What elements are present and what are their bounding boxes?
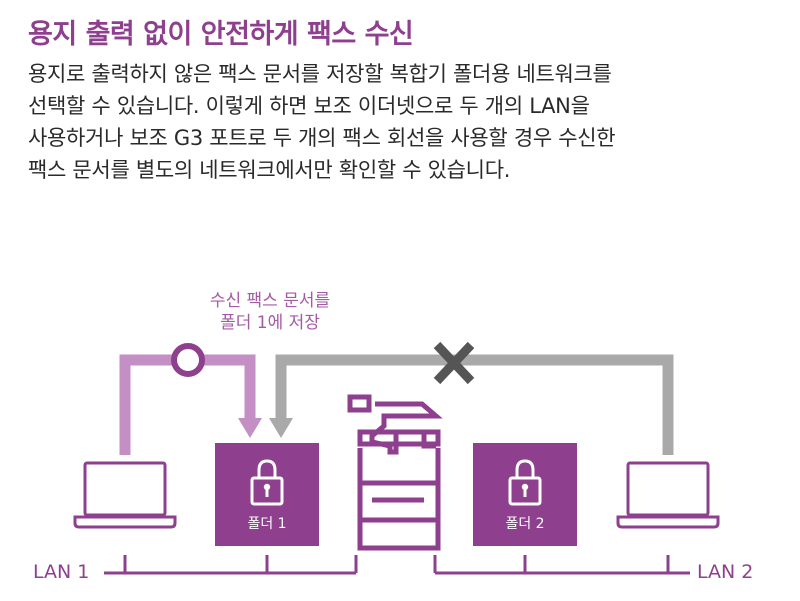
save-to-folder-caption: 수신 팩스 문서를 폴더 1에 저장 xyxy=(170,290,370,334)
lock-icon xyxy=(250,459,284,506)
page-title: 용지 출력 없이 안전하게 팩스 수신 xyxy=(28,19,414,50)
paragraph-line: 선택할 수 있습니다. 이렇게 하면 보조 이더넷으로 두 개의 LAN을 xyxy=(28,94,590,118)
lan-1-label: LAN 1 xyxy=(33,561,90,583)
description-paragraph: 용지로 출력하지 않은 팩스 문서를 저장할 복합기 폴더용 네트워크를 선택할… xyxy=(28,58,788,186)
arrow-head-purple xyxy=(238,418,262,438)
paragraph-line: 용지로 출력하지 않은 팩스 문서를 저장할 복합기 폴더용 네트워크를 xyxy=(28,62,612,86)
route-lan2-to-folder1 xyxy=(275,354,674,455)
circle-ok-icon xyxy=(171,343,205,377)
lan-2-line xyxy=(433,555,690,575)
arrow-head-gray xyxy=(269,418,293,438)
paragraph-line: 사용하거나 보조 G3 포트로 두 개의 팩스 회선을 사용할 경우 수신한 xyxy=(28,126,616,150)
laptop-icon xyxy=(616,461,720,529)
lan-1-line xyxy=(104,555,358,575)
caption-line: 수신 팩스 문서를 xyxy=(209,291,331,311)
multifunction-printer-icon xyxy=(347,394,443,551)
folder-2-label: 폴더 2 xyxy=(505,516,545,532)
lock-icon xyxy=(508,459,542,506)
lan-2-label: LAN 2 xyxy=(697,561,754,583)
laptop-icon xyxy=(73,461,177,529)
folder-1-label: 폴더 1 xyxy=(247,516,287,532)
paragraph-line: 팩스 문서를 별도의 네트워크에서만 확인할 수 있습니다. xyxy=(28,158,511,182)
caption-line: 폴더 1에 저장 xyxy=(220,313,320,333)
x-mark-icon xyxy=(433,341,475,385)
